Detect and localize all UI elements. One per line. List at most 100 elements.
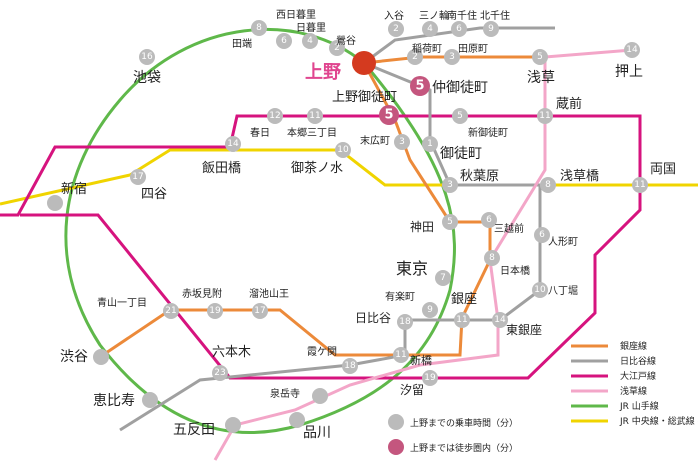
station-node-okachimachi[interactable] [422,136,438,152]
station-time-nippori: 4 [307,36,313,46]
station-node-inaricho[interactable] [407,49,423,65]
station-label-ningyocho: 人形町 [548,236,578,248]
station-label-kanda: 神田 [410,220,434,234]
legend-label-oedo: 大江戸線 [620,370,656,382]
station-time-hatchobori: 10 [534,285,546,295]
station-node-kanda[interactable] [442,214,458,230]
station-node-hibiya[interactable] [397,314,413,330]
station-time-inaricho: 2 [412,52,418,62]
station-time-minowa: 4 [427,24,433,34]
station-node-roppongi[interactable] [212,365,228,381]
station-time-yotsuya: 17 [132,172,143,182]
station-time-minamisenju: 6 [456,24,462,34]
legend-label-yamanote: JR 山手線 [619,400,659,412]
station-time-asakusa: 5 [537,52,543,62]
station-time-kasumigaseki: 18 [344,361,356,371]
station-label-higashiginza: 東銀座 [506,322,542,337]
station-node-uguisudani[interactable] [329,40,345,56]
station-node-yotsuya[interactable] [130,169,146,185]
station-node-ginza[interactable] [454,312,470,328]
station-node-hongosanchome[interactable] [307,108,323,124]
station-label-aoyamaitchome: 青山一丁目 [97,296,147,309]
station-time-akasakamitsuke: 19 [209,306,221,316]
station-label-shinbashi: 新橋 [410,353,432,367]
station-node-asakusa[interactable] [532,49,548,65]
station-time-ochanomizu: 10 [337,145,349,155]
station-node-uenookachimachi[interactable] [379,105,399,125]
legend-walk-label: 上野までは徒歩圏内（分） [410,442,518,454]
station-node-nippori[interactable] [302,33,318,49]
station-node-ochanomizu[interactable] [335,142,351,158]
station-node-shinbashi[interactable] [393,347,409,363]
station-node-shibuya[interactable] [93,349,109,365]
station-label-shiodome: 汐留 [400,382,424,397]
station-time-tokyo: 7 [440,273,446,283]
station-node-kitasenju[interactable] [483,21,499,37]
station-node-shinjuku[interactable] [47,195,63,211]
station-node-tabata[interactable] [251,20,267,36]
station-time-kasuga: 12 [269,111,280,121]
station-node-ebisu[interactable] [142,392,158,408]
station-label-uguisudani: 鶯谷 [336,34,356,47]
station-node-iidabashi[interactable] [225,136,241,152]
station-node-akihabara[interactable] [442,177,458,193]
station-label-ikebukuro: 池袋 [133,70,161,86]
station-node-aoyamaitchome[interactable] [163,303,179,319]
station-node-tokyo[interactable] [435,270,451,286]
station-node-ikebukuro[interactable] [139,49,155,65]
station-label-iidabashi: 飯田橋 [202,161,241,176]
station-node-ryogoku[interactable] [632,177,648,193]
station-node-nihonbashi[interactable] [484,250,500,266]
station-node-nishinippori[interactable] [276,33,292,49]
station-node-yurakucho[interactable] [422,302,438,318]
station-label-asakusabashi: 浅草橋 [560,169,599,184]
station-node-shiodome[interactable] [422,370,438,386]
station-node-shinagawa[interactable] [289,412,305,428]
station-label-asakusa: 浅草 [527,70,555,86]
station-label-uenookachimachi: 上野御徒町 [332,90,397,105]
station-label-kuramae: 蔵前 [556,96,582,112]
station-node-minamisenju[interactable] [451,21,467,37]
station-node-kasumigaseki[interactable] [342,358,358,374]
station-time-shinbashi: 11 [395,350,406,360]
station-time-kitasenju: 9 [488,24,494,34]
station-node-hatchobori[interactable] [532,282,548,298]
station-node-ningyocho[interactable] [534,227,550,243]
station-label-tokyo: 東京 [396,259,428,278]
station-time-shinokachimachi: 5 [457,111,463,121]
station-label-okachimachi: 御徒町 [440,146,482,162]
station-node-mitsukoshimae[interactable] [481,212,497,228]
station-time-suehirocho: 3 [399,137,405,147]
station-time-hongosanchome: 11 [309,111,320,121]
station-node-kuramae[interactable] [537,108,553,124]
station-node-tameikesanno[interactable] [252,303,268,319]
station-node-shinokachimachi[interactable] [452,108,468,124]
station-time-tameikesanno: 17 [254,306,265,316]
station-node-kasuga[interactable] [267,108,283,124]
hub-label: 上野 [305,62,341,83]
station-label-kasuga: 春日 [250,127,270,139]
station-time-okachimachi: 1 [427,139,433,149]
station-node-higashiginza[interactable] [492,312,508,328]
station-time-asakusabashi: 8 [545,180,551,190]
station-node-oshiage[interactable] [624,42,640,58]
legend-train-time-label: 上野までの乗車時間（分） [410,417,518,429]
station-node-nakaokachimachi[interactable] [410,76,430,96]
station-node-tawaramachi[interactable] [444,49,460,65]
station-time-oshiage: 14 [626,45,638,55]
station-label-kasumigaseki: 霞ケ関 [307,346,337,358]
station-node-iriya[interactable] [388,21,404,37]
station-node-asakusabashi[interactable] [540,177,556,193]
ueno-hub[interactable] [352,51,376,75]
legend-label-chuo: JR 中央線・総武線 各駅 [619,415,698,427]
station-node-suehirocho[interactable] [394,134,410,150]
station-node-sengakuji[interactable] [312,388,328,404]
station-time-ginza: 11 [456,315,467,325]
station-label-tameikesanno: 溜池山王 [249,287,289,300]
station-label-roppongi: 六本木 [212,345,251,360]
station-node-akasakamitsuke[interactable] [207,303,223,319]
station-label-shibuya: 渋谷 [60,349,88,365]
station-node-minowa[interactable] [422,21,438,37]
station-node-gotanda[interactable] [225,417,241,433]
station-time-ningyocho: 6 [539,230,545,240]
